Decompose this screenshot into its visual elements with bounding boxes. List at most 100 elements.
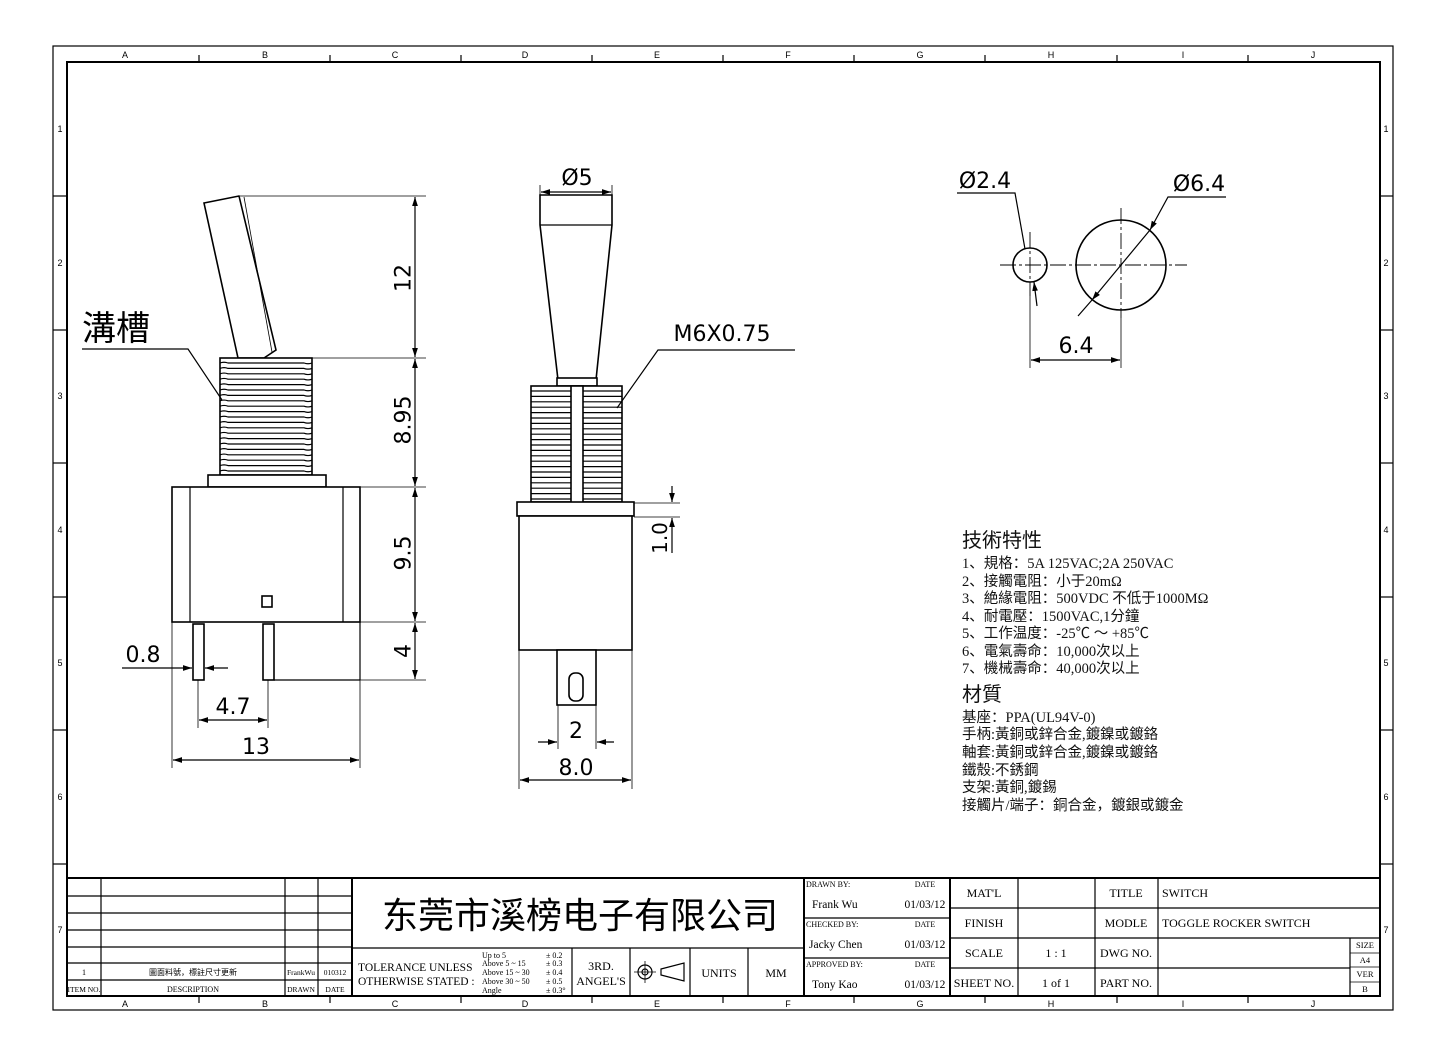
sheet-label: SHEET NO.	[954, 976, 1014, 990]
thread-line	[219, 394, 313, 397]
zone-row-label: 5	[57, 658, 62, 668]
zone-row-label: 4	[1383, 525, 1388, 535]
zone-column-label: B	[262, 50, 268, 60]
thread-line	[219, 453, 313, 457]
side-body-window	[261, 595, 273, 608]
tolerance-range: Above 30 ~ 50	[482, 977, 530, 986]
thread-line	[219, 377, 313, 381]
zone-column-label: D	[522, 999, 529, 1009]
title-label: TITLE	[1109, 886, 1142, 900]
approved-by: Tony Kao	[812, 979, 858, 991]
side-terminal-left	[192, 623, 205, 681]
thread-leader	[616, 349, 795, 409]
groove-leader	[82, 348, 223, 401]
checked-by: Jacky Chen	[809, 939, 863, 951]
title-value: SWITCH	[1162, 886, 1208, 900]
outer-border	[52, 45, 1394, 1011]
tolerance-value: ± 0.3	[546, 959, 562, 968]
dim-front-body-width: 8.0	[559, 756, 594, 781]
zone-column-label: H	[1048, 999, 1055, 1009]
fields-block: MAT'L FINISH SCALE SHEET NO. 1 : 1 1 of …	[950, 878, 1380, 996]
drawn-by: Frank Wu	[812, 899, 858, 911]
zone-column-label: E	[654, 50, 660, 60]
title-block-border	[66, 877, 1381, 997]
tolerance-value: ± 0.4	[546, 968, 562, 977]
dim-flange: 1.0	[648, 522, 672, 554]
large-hole-leader	[1149, 196, 1226, 231]
zone-column-label: E	[654, 999, 660, 1009]
tolerance-range: Up to 5	[482, 951, 506, 960]
thread-line	[219, 388, 313, 392]
spec-item: 7、機械壽命：40,000次以上	[962, 659, 1140, 677]
thread-line	[219, 421, 313, 424]
thread-line	[219, 458, 313, 462]
zone-column-label: J	[1311, 999, 1316, 1009]
spec-item: 5、工作温度：-25℃ ～ +85℃	[962, 625, 1149, 642]
tolerance-value: ± 0.2	[546, 951, 562, 960]
company-name: 东莞市溪榜电子有限公司	[382, 896, 778, 937]
front-lever	[539, 194, 613, 381]
zone-row-label: 7	[57, 925, 62, 935]
zone-column-label: F	[785, 999, 791, 1009]
dwg-no-label: DWG NO.	[1100, 946, 1152, 960]
revision-table: 1 圖面料號，標註尺寸更新 FrankWu 010312 ITEM NO. DE…	[67, 878, 353, 996]
drawn-date: 01/03/12	[905, 899, 946, 911]
zone-row-label: 6	[1383, 792, 1388, 802]
dim-lever-height: 12	[392, 264, 417, 292]
zone-row-label: 1	[57, 124, 62, 134]
small-hole-leader	[957, 192, 1026, 250]
thread-spec-label: M6X0.75	[673, 322, 770, 347]
thread-line	[219, 372, 313, 376]
panel-cutout-view: 6.4 Ø2.4 Ø6.4	[957, 169, 1226, 368]
material-item: 支架:黃銅,鍍錫	[962, 779, 1057, 796]
zone-row-label: 4	[57, 525, 62, 535]
large-hole-leader-tail	[1077, 299, 1093, 317]
sheet-value: 1 of 1	[1042, 976, 1070, 990]
date-label: DATE	[915, 880, 936, 889]
revision-header-drawn: DRAWN	[287, 985, 315, 994]
zone-column-label: A	[122, 999, 128, 1009]
model-label: MODLE	[1105, 916, 1148, 930]
zone-row-label: 7	[1383, 925, 1388, 935]
material-item: 手柄:黃銅或鋅合金,鍍鎳或鍍鉻	[962, 725, 1159, 743]
date-label: DATE	[915, 920, 936, 929]
mat-label: MAT'L	[967, 886, 1002, 900]
approvals-block: DRAWN BY: DATE Frank Wu 01/03/12 CHECKED…	[804, 878, 951, 996]
side-view: 溝槽 12 8.95 9.5 4 0.8 4.7 13	[82, 195, 426, 768]
scale-value: 1 : 1	[1045, 946, 1066, 960]
projection-label-2: ANGEL'S	[576, 974, 626, 988]
thread-line	[219, 410, 313, 413]
drawn-by-label: DRAWN BY:	[806, 880, 850, 889]
thread-line	[219, 426, 313, 430]
zone-column-label: C	[392, 50, 399, 60]
zone-column-label: G	[916, 50, 923, 60]
spec-item: 2、接觸電阻：小于20mΩ	[962, 573, 1122, 590]
zone-column-label: I	[1182, 50, 1185, 60]
tolerance-value: ± 0.3°	[546, 986, 566, 995]
title-block: 1 圖面料號，標註尺寸更新 FrankWu 010312 ITEM NO. DE…	[66, 877, 1381, 997]
zone-row-label: 3	[1383, 391, 1388, 401]
thread-line	[219, 448, 313, 451]
size-value: A4	[1360, 955, 1371, 965]
dim-terminal-pitch: 4.7	[216, 695, 251, 720]
material-item: 軸套:黃銅或鋅合金,鍍鎳或鍍鉻	[962, 743, 1159, 761]
ver-value: B	[1362, 984, 1368, 994]
specs-heading: 技術特性	[962, 529, 1042, 552]
finish-label: FINISH	[965, 916, 1004, 930]
revision-item: 1	[82, 968, 86, 977]
approved-by-label: APPROVED BY:	[806, 960, 863, 969]
dim-hole-spacing: 6.4	[1059, 334, 1094, 359]
zone-row-label: 2	[57, 258, 62, 268]
side-bushing-threads	[219, 361, 313, 473]
material-item: 鐵殼:不銹鋼	[962, 761, 1039, 779]
small-hole-diameter: Ø2.4	[959, 169, 1011, 194]
tolerance-label-1: TOLERANCE UNLESS	[358, 962, 472, 974]
size-label: SIZE	[1356, 940, 1374, 950]
zone-row-label: 5	[1383, 658, 1388, 668]
zone-row-label: 6	[57, 792, 62, 802]
units-value: MM	[765, 966, 787, 980]
company-tolerance-block: 东莞市溪榜电子有限公司 TOLERANCE UNLESS OTHERWISE S…	[352, 878, 805, 996]
third-angle-projection-icon	[634, 961, 685, 983]
spec-item: 1、規格：5A 125VAC;2A 250VAC	[962, 555, 1173, 572]
